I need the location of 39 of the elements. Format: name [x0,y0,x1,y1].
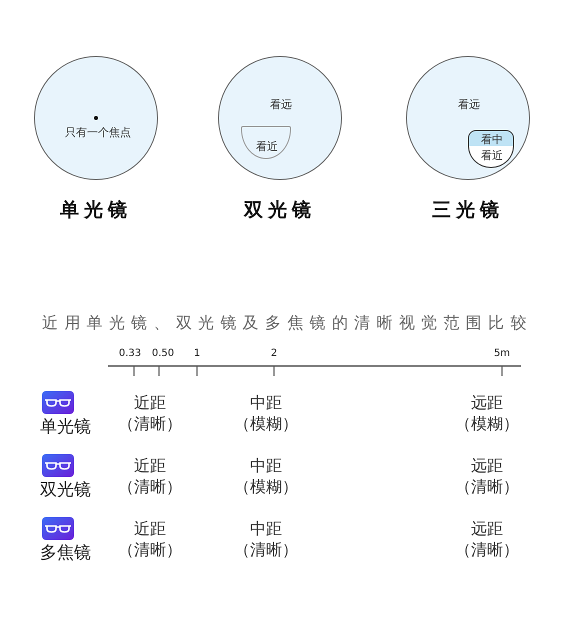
distance-label: 中距 [250,456,282,477]
clarity-label: （模糊） [234,414,298,435]
clarity-label: （模糊） [234,477,298,498]
clarity-label: （清晰） [118,540,182,561]
lens-type-label: 单光镜 [60,198,132,223]
clarity-label: （清晰） [118,414,182,435]
near-segment [468,146,514,168]
lens-type-label: 双光镜 [40,479,91,501]
zone-label: 看远 [270,97,292,112]
zone-label: 看近 [481,148,503,163]
zone-label: 只有一个焦点 [65,125,131,140]
clarity-label: （清晰） [118,477,182,498]
lens-type-label: 单光镜 [40,416,91,438]
clarity-label: （清晰） [455,540,519,561]
lens-type-label: 多焦镜 [40,542,91,564]
distance-label: 中距 [250,519,282,540]
lens-type-label: 三光镜 [432,198,504,223]
clarity-label: （清晰） [234,540,298,561]
middle-segment [468,130,514,147]
distance-label: 远距 [471,393,503,414]
distance-label: 近距 [134,519,166,540]
clarity-label: （清晰） [455,477,519,498]
distance-label: 远距 [471,456,503,477]
zone-label: 看中 [481,132,503,147]
distance-label: 近距 [134,393,166,414]
distance-label: 近距 [134,456,166,477]
distance-label: 中距 [250,393,282,414]
zone-label: 看近 [256,139,278,154]
lens-type-label: 双光镜 [244,198,316,223]
near-segment [241,126,291,159]
tick-label: 0.33 [118,348,142,359]
tick-label: 0.50 [152,348,174,359]
tick-label: 1 [194,348,200,359]
tick-label: 2 [270,348,278,359]
zone-label: 看远 [458,97,480,112]
clarity-label: （模糊） [455,414,519,435]
distance-label: 远距 [471,519,503,540]
chart-title: 近用单光镜、双光镜及多焦镜的清晰视觉范围比较 [42,313,533,334]
tick-label: 5m [494,348,510,359]
